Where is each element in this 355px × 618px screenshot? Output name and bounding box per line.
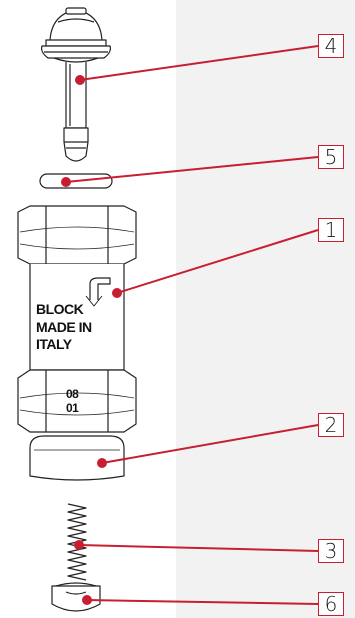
callout-2-label: 2: [324, 413, 338, 437]
callout-3: 3: [318, 539, 344, 563]
leader-dot-4: [75, 75, 85, 85]
callout-6: 6: [318, 592, 344, 616]
engraving-code-2: 01: [66, 401, 79, 415]
callout-4-label: 4: [324, 34, 338, 58]
engraving-line-3: ITALY: [36, 336, 73, 352]
background-panel: [176, 0, 355, 618]
callout-1-label: 1: [324, 218, 338, 242]
leader-lines: [61, 45, 319, 605]
leader-line-4: [79, 45, 319, 81]
valve-seat-part: [51, 582, 101, 612]
callout-1: 1: [318, 218, 344, 242]
engraving-line-1: BLOCK: [36, 301, 84, 317]
leader-line-2: [101, 424, 319, 464]
valve-stem-part: [41, 7, 111, 162]
cap-seal-part: [29, 435, 125, 481]
leader-line-1: [116, 229, 319, 294]
leader-line-3: [78, 544, 319, 552]
leader-dot-6: [82, 595, 92, 605]
leader-line-5: [65, 156, 319, 183]
callout-5-label: 5: [324, 145, 338, 169]
leader-dot-2: [97, 458, 107, 468]
leader-dot-1: [112, 288, 122, 298]
callout-2: 2: [318, 413, 344, 437]
callout-5: 5: [318, 145, 344, 169]
engraving-code-1: 08: [66, 387, 79, 401]
engraving-line-2: MADE IN: [36, 319, 92, 335]
body-engraving: BLOCK MADE IN ITALY 08 01: [36, 301, 93, 415]
leader-dot-3: [74, 540, 84, 550]
leader-dot-5: [61, 177, 71, 187]
callout-4: 4: [318, 34, 344, 58]
hex-body-part: [17, 205, 137, 433]
callout-6-label: 6: [324, 592, 338, 616]
leader-line-6: [86, 599, 319, 605]
callout-3-label: 3: [324, 539, 338, 563]
